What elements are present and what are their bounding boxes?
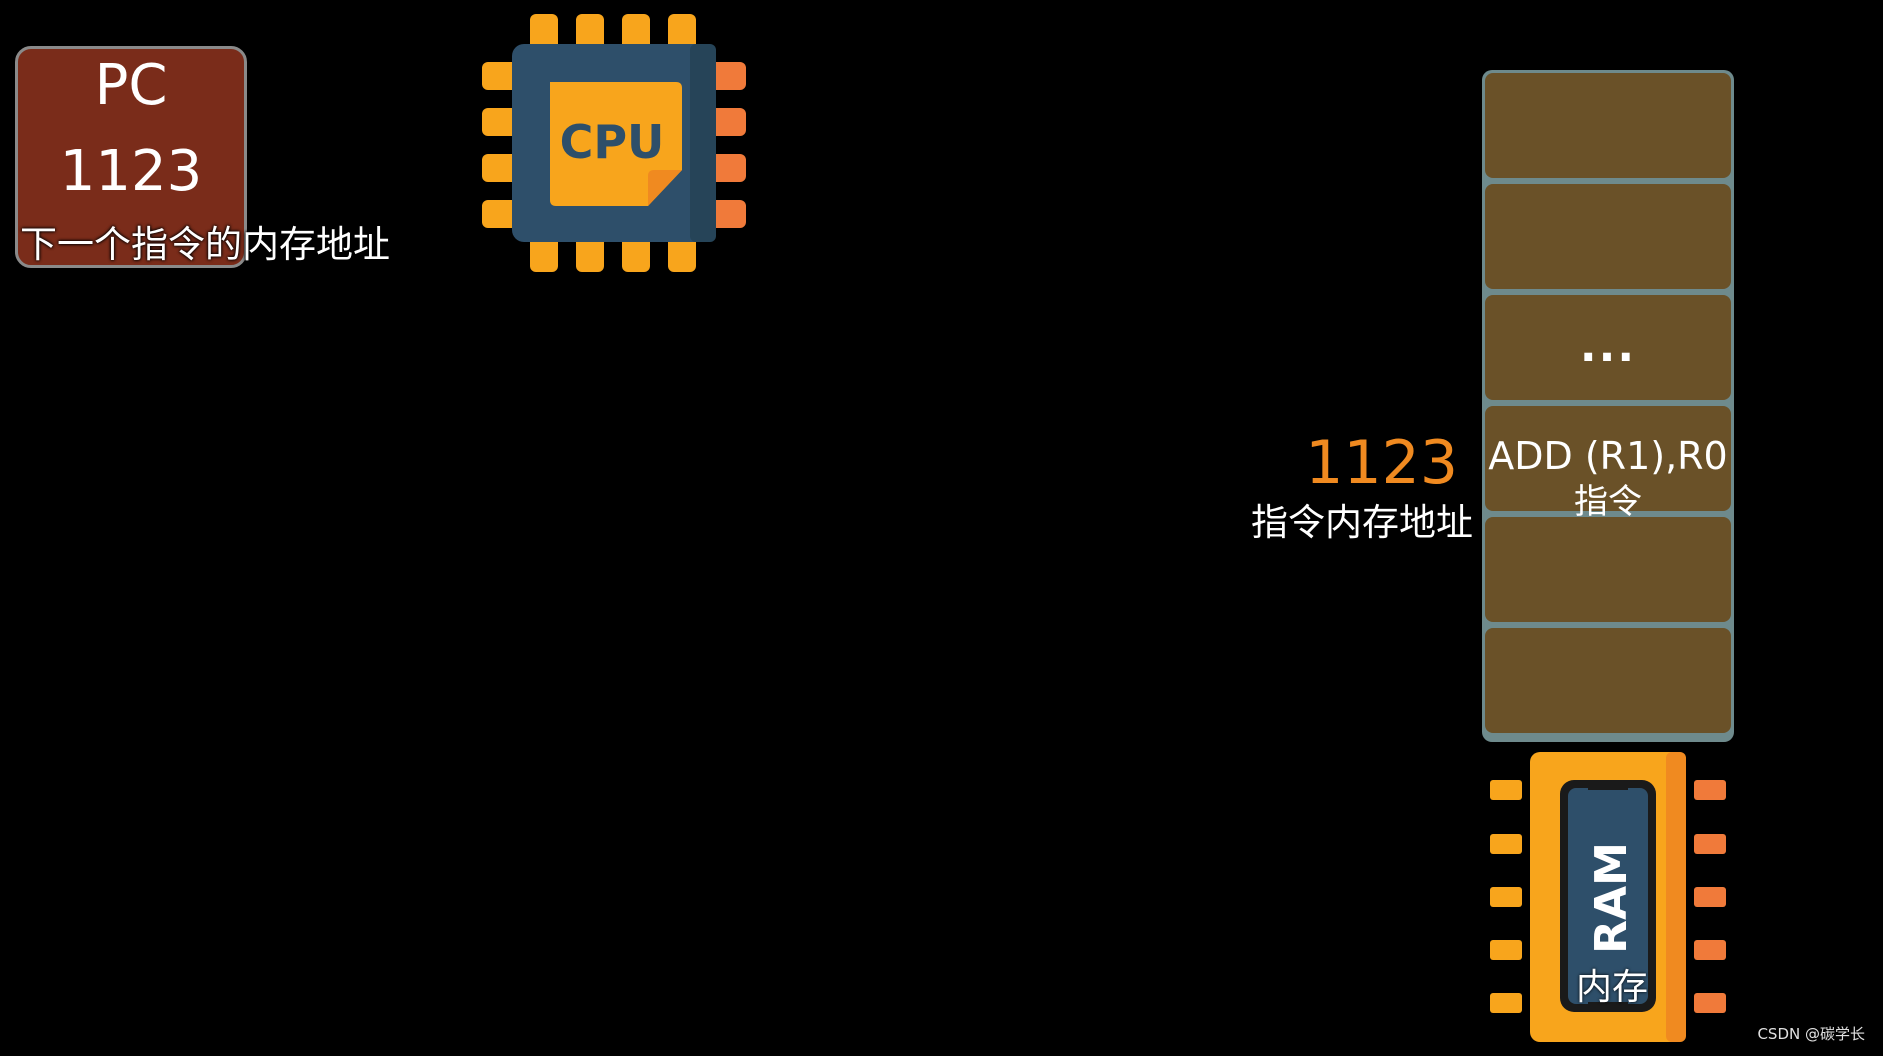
memory-cell	[1485, 517, 1731, 622]
memory-cell	[1485, 73, 1731, 178]
cpu-chip-icon: CPU	[482, 14, 746, 272]
memory-cell-ellipsis: ...	[1485, 295, 1731, 400]
memory-cell-instruction: ADD (R1),R0 指令	[1485, 406, 1731, 522]
instruction-caption: 指令	[1574, 482, 1642, 522]
instruction-text: ADD (R1),R0	[1488, 434, 1728, 478]
pc-register-box: PC 1123	[15, 46, 247, 268]
memory-cell	[1485, 628, 1731, 733]
watermark: CSDN @碳学长	[1757, 1025, 1865, 1043]
cpu-label: CPU	[560, 115, 665, 169]
pc-register-label: PC	[94, 53, 168, 118]
instruction-address-value: 1123	[1305, 428, 1458, 498]
instruction-address-label: 指令内存地址	[1251, 501, 1473, 544]
pc-register-value: 1123	[59, 139, 203, 204]
ram-caption: 内存	[1576, 967, 1649, 1008]
memory-cell	[1485, 184, 1731, 289]
memory-cell-ellipsis-text: ...	[1579, 321, 1637, 372]
memory-column: ... ADD (R1),R0 指令	[1482, 70, 1734, 742]
ram-label: RAM	[1586, 842, 1637, 954]
pc-register-description: 下一个指令的内存地址	[20, 223, 390, 266]
ram-chip-icon: RAM	[1490, 752, 1726, 1042]
